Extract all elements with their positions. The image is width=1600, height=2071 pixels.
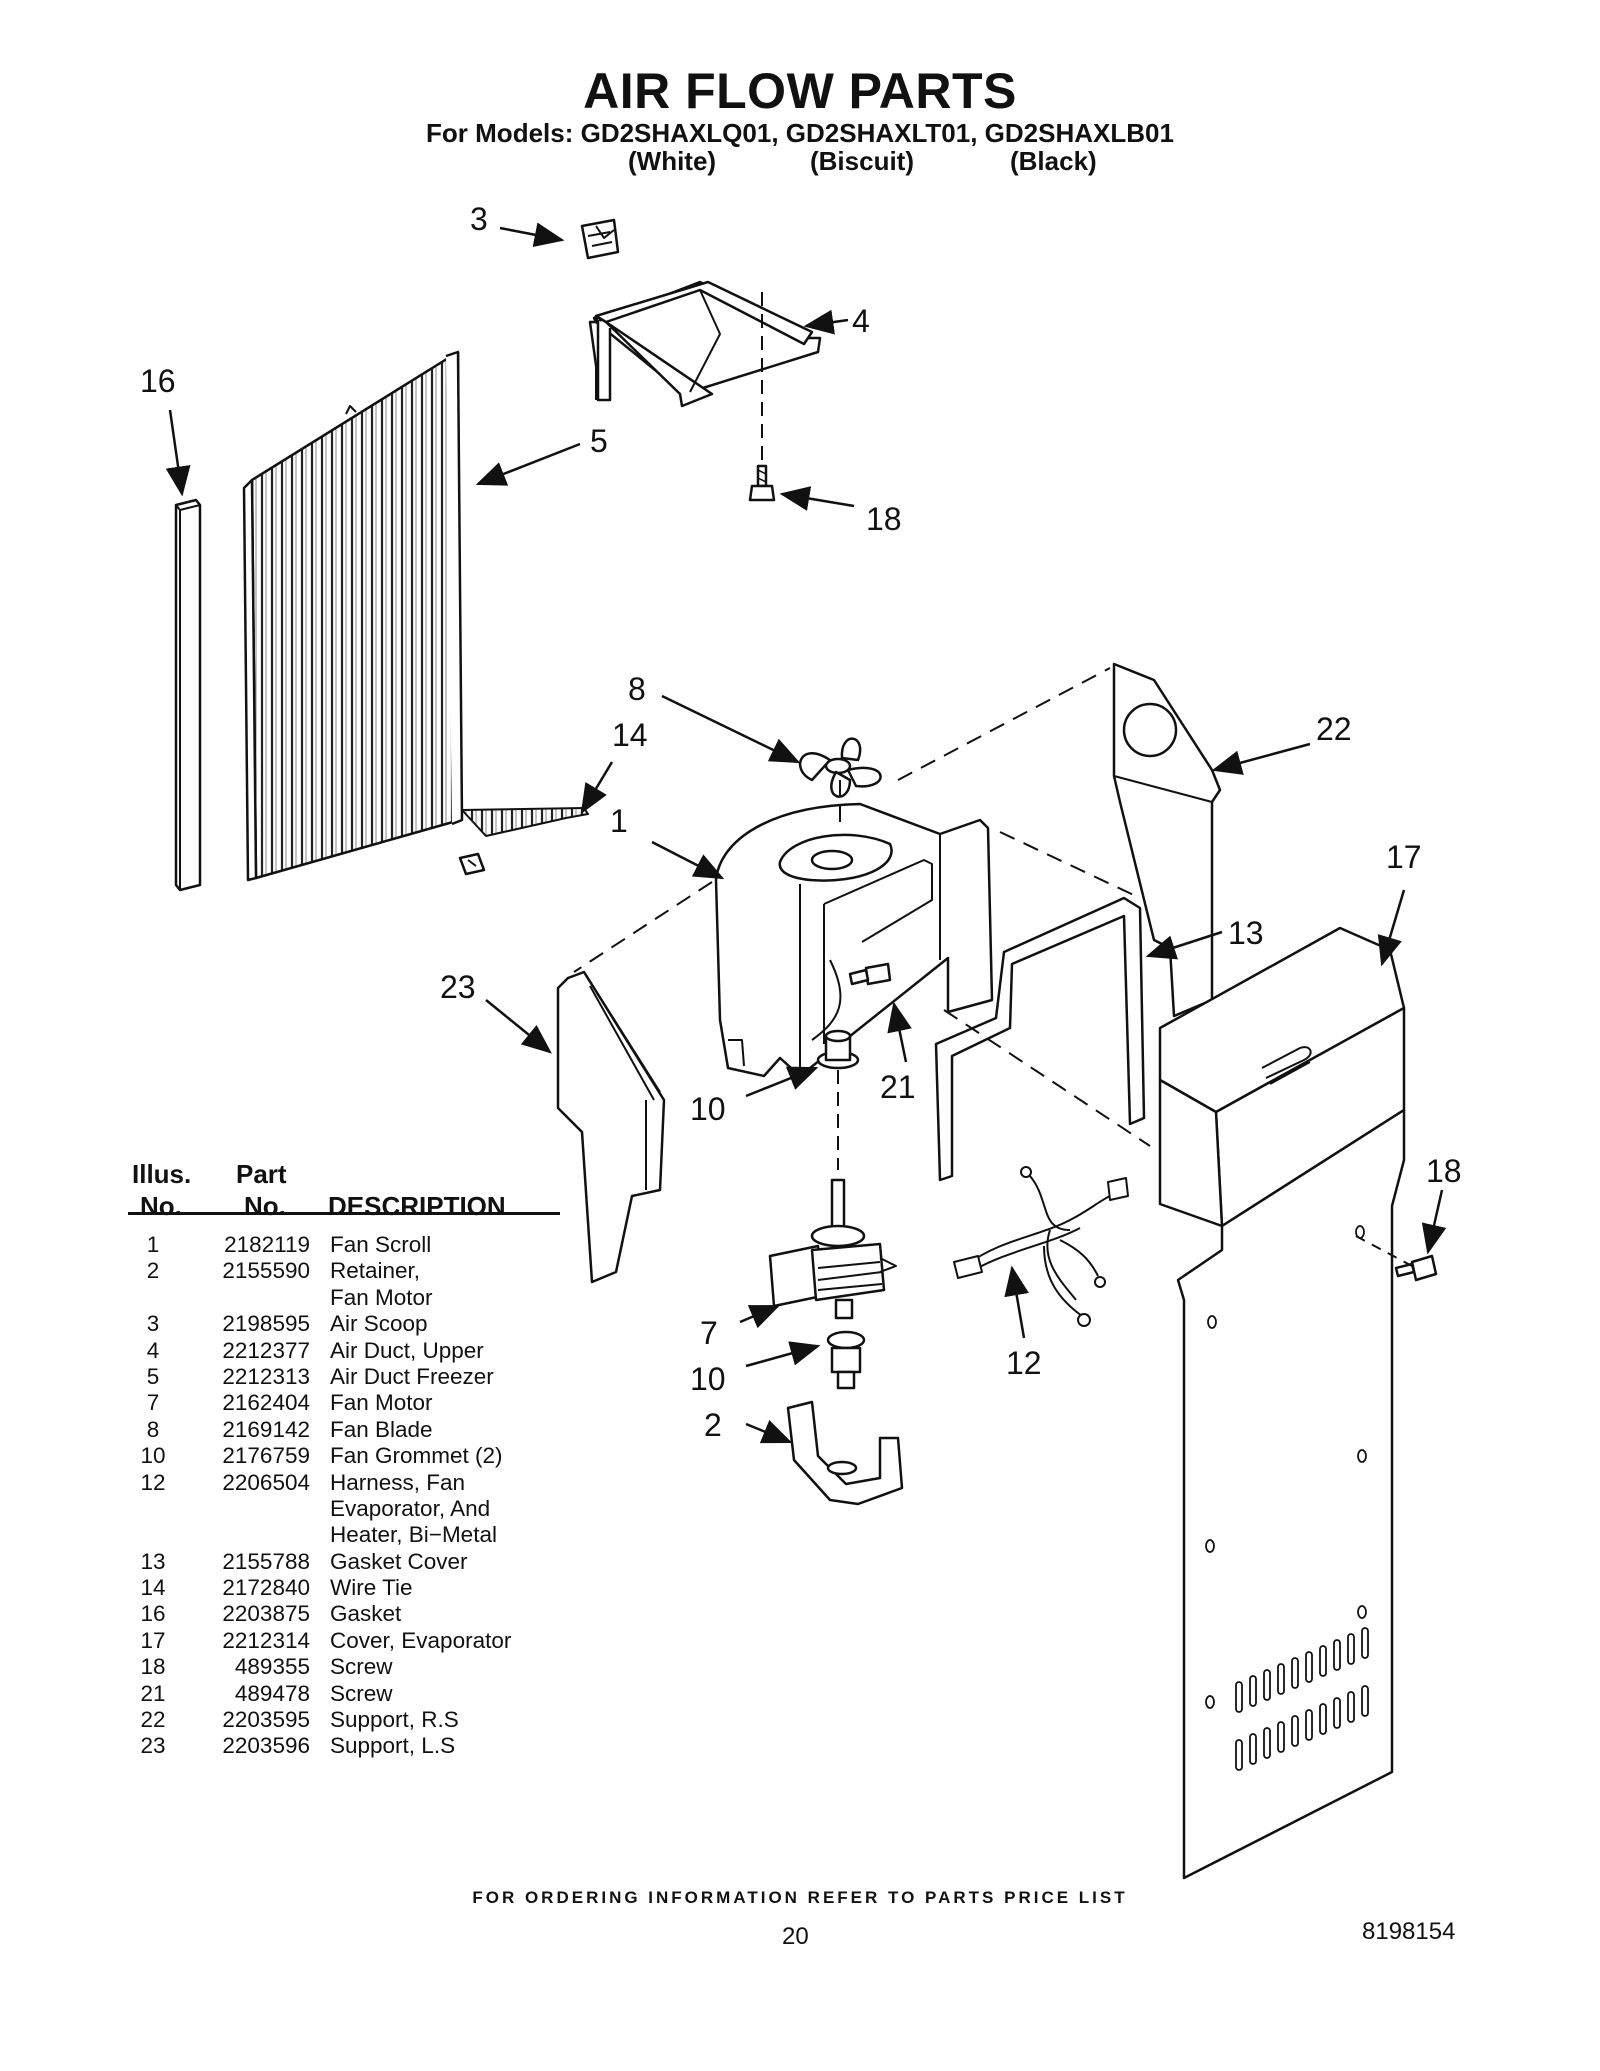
col-part-head-1: Part — [236, 1159, 287, 1189]
callout-18-right: 18 — [1426, 1153, 1462, 1189]
callout-18-upper: 18 — [866, 501, 902, 537]
table-row-continuation: Heater, Bi−Metal — [330, 1522, 497, 1548]
callout-7: 7 — [700, 1315, 718, 1351]
callout-2: 2 — [704, 1407, 722, 1443]
screw-21-part — [848, 962, 892, 986]
air-duct-freezer-part — [242, 350, 464, 882]
callout-21: 21 — [880, 1069, 916, 1105]
gasket-cover-part — [934, 896, 1146, 1182]
callout-8: 8 — [628, 671, 646, 707]
callout-13: 13 — [1228, 915, 1264, 951]
fan-motor-part — [768, 1178, 897, 1320]
col-description-head: DESCRIPTION — [328, 1191, 506, 1221]
wire-harness-part — [953, 1166, 1129, 1327]
ordering-note: FOR ORDERING INFORMATION REFER TO PARTS … — [472, 1888, 1128, 1907]
table-row-continuation: Fan Motor — [330, 1284, 433, 1310]
color-black-label: (Black) — [1010, 146, 1097, 176]
callout-10-lower: 10 — [690, 1361, 726, 1397]
callout-17: 17 — [1386, 839, 1422, 875]
callout-1: 1 — [610, 803, 628, 839]
fan-grommet-lower-part — [826, 1330, 866, 1390]
callout-5: 5 — [590, 423, 608, 459]
retainer-fan-motor-part — [786, 1400, 904, 1506]
callout-22: 22 — [1316, 711, 1352, 747]
upper-air-duct-part — [588, 280, 822, 408]
callout-14: 14 — [612, 717, 648, 753]
callout-10-upper: 10 — [690, 1091, 726, 1127]
page-title: AIR FLOW PARTS — [583, 63, 1017, 119]
color-white-label: (White) — [628, 146, 717, 176]
callout-16: 16 — [140, 363, 176, 399]
support-right-part — [1112, 662, 1222, 1018]
callout-4: 4 — [852, 303, 870, 339]
col-illus-head-2: No. — [140, 1191, 182, 1221]
fan-grommet-upper-part — [816, 1029, 860, 1070]
table-header-rule — [128, 1212, 560, 1215]
fan-blade-part — [798, 737, 882, 798]
color-biscuit-label: (Biscuit) — [810, 146, 914, 176]
evaporator-cover-part — [1158, 926, 1406, 1880]
fan-scroll-part — [714, 802, 994, 1078]
table-row-continuation: Evaporator, And — [330, 1495, 491, 1521]
callout-3: 3 — [470, 201, 488, 237]
air-scoop-part — [580, 218, 620, 260]
screw-upper-part — [748, 464, 776, 502]
callout-12: 12 — [1006, 1345, 1042, 1381]
col-illus-head-1: Illus. — [132, 1159, 192, 1189]
gasket-strip-part — [174, 498, 202, 892]
wire-tie-part — [458, 807, 589, 876]
callout-23: 23 — [440, 969, 476, 1005]
models-line: For Models: GD2SHAXLQ01, GD2SHAXLT01, GD… — [426, 118, 1174, 148]
support-left-part — [556, 970, 666, 1284]
page-number: 20 — [782, 1923, 809, 1950]
document-number: 8198154 — [1362, 1918, 1456, 1945]
screw-right-part — [1394, 1254, 1438, 1282]
col-part-head-2: No. — [244, 1191, 286, 1221]
